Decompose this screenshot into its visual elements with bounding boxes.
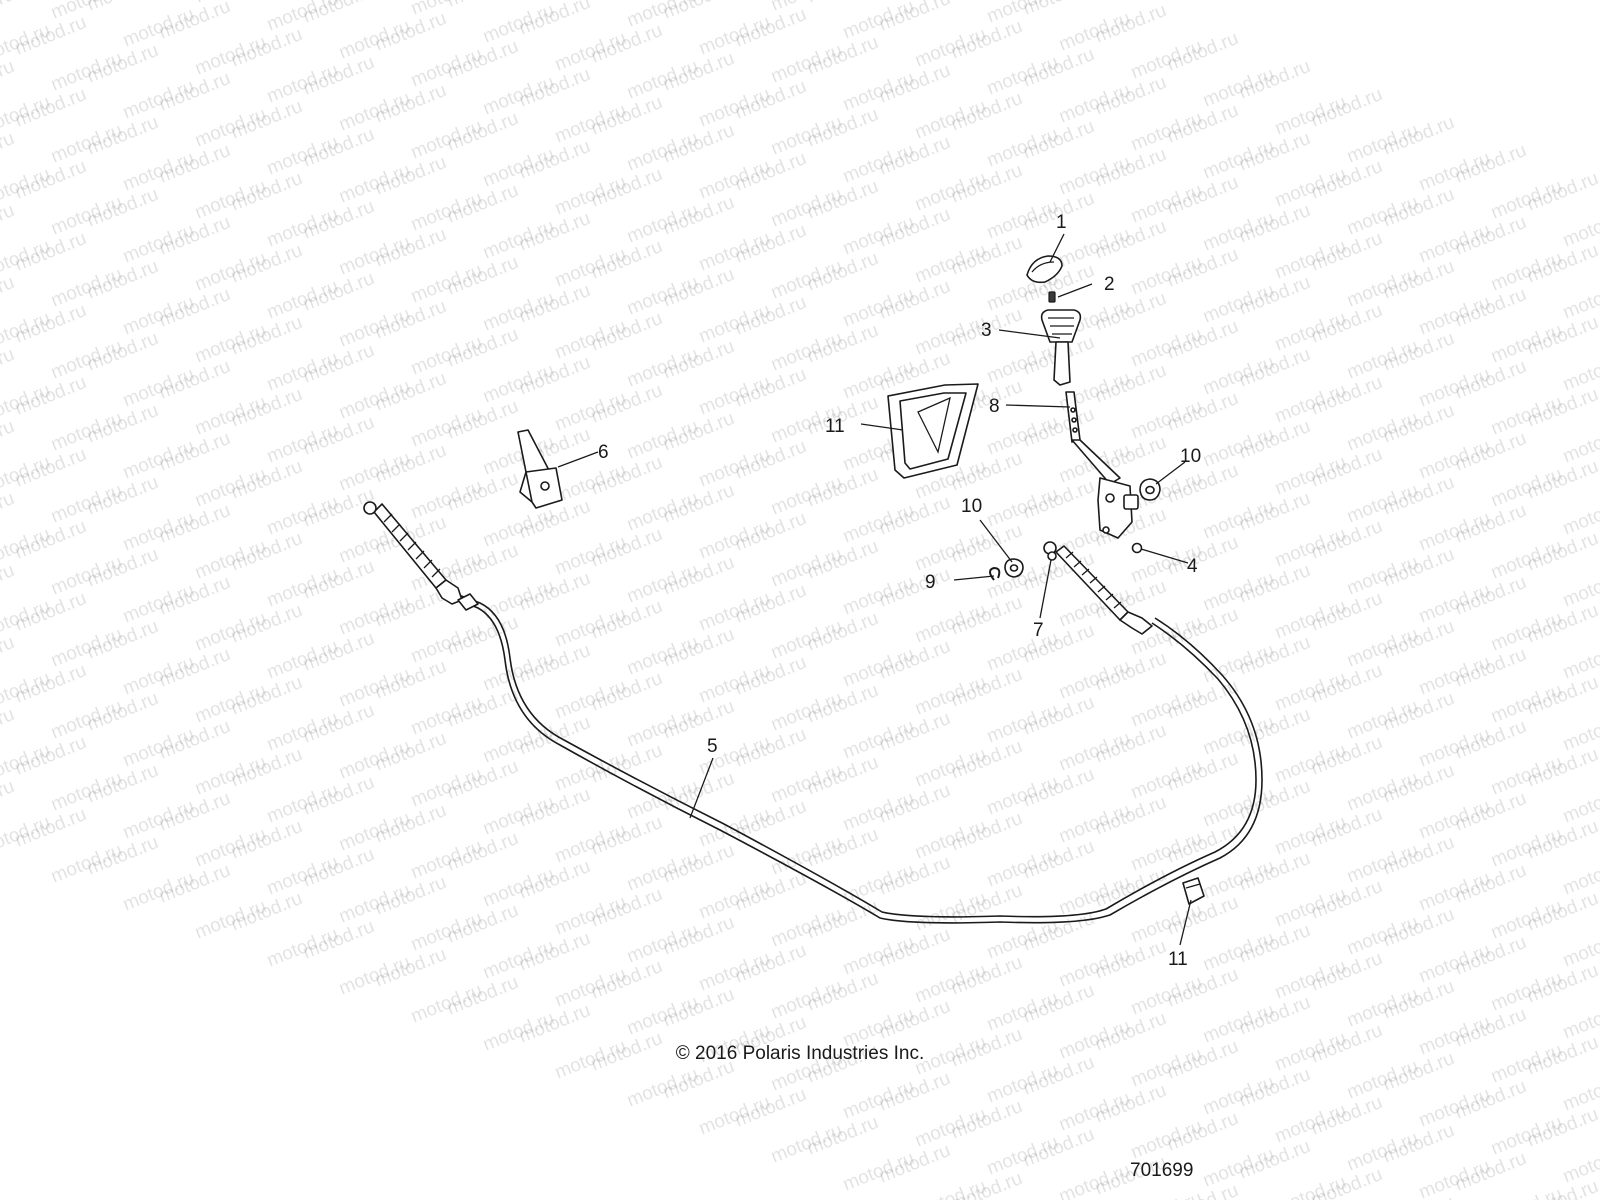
callout-8: 8 <box>989 396 1000 417</box>
callout-2: 2 <box>1104 274 1115 295</box>
callout-1: 1 <box>1056 212 1067 233</box>
callout-9: 9 <box>925 572 936 593</box>
diagram-number: 701699 <box>1130 1160 1194 1181</box>
part-10-nut-left <box>1004 558 1024 578</box>
callout-4: 4 <box>1187 556 1198 577</box>
callout-11-top: 11 <box>825 416 845 437</box>
part-6-bracket <box>517 429 563 509</box>
part-11-boot <box>887 383 979 479</box>
part-9-clip <box>989 566 1001 581</box>
part-1-knob-cap <box>1026 255 1063 284</box>
part-2-set-screw <box>1048 291 1056 303</box>
part-5-shift-cable <box>363 501 1263 924</box>
part-11-grommet <box>1182 877 1205 905</box>
part-8-shift-lever <box>1065 391 1139 539</box>
callout-3: 3 <box>981 320 992 341</box>
callout-11-bottom: 11 <box>1168 949 1188 970</box>
callout-10-left: 10 <box>961 496 982 517</box>
part-3-shift-knob <box>1040 309 1082 386</box>
callout-6: 6 <box>598 442 609 463</box>
part-10-nut-right <box>1139 478 1161 501</box>
leader-lines <box>557 233 1192 946</box>
copyright-notice: © 2016 Polaris Industries Inc. <box>675 1043 925 1064</box>
callout-labels: 1 2 3 8 11 6 10 10 4 9 7 5 11 <box>598 212 1201 970</box>
callout-5: 5 <box>707 736 718 757</box>
part-4-small-nut <box>1131 542 1143 554</box>
callout-10-right: 10 <box>1180 446 1201 467</box>
callout-7: 7 <box>1033 620 1044 641</box>
